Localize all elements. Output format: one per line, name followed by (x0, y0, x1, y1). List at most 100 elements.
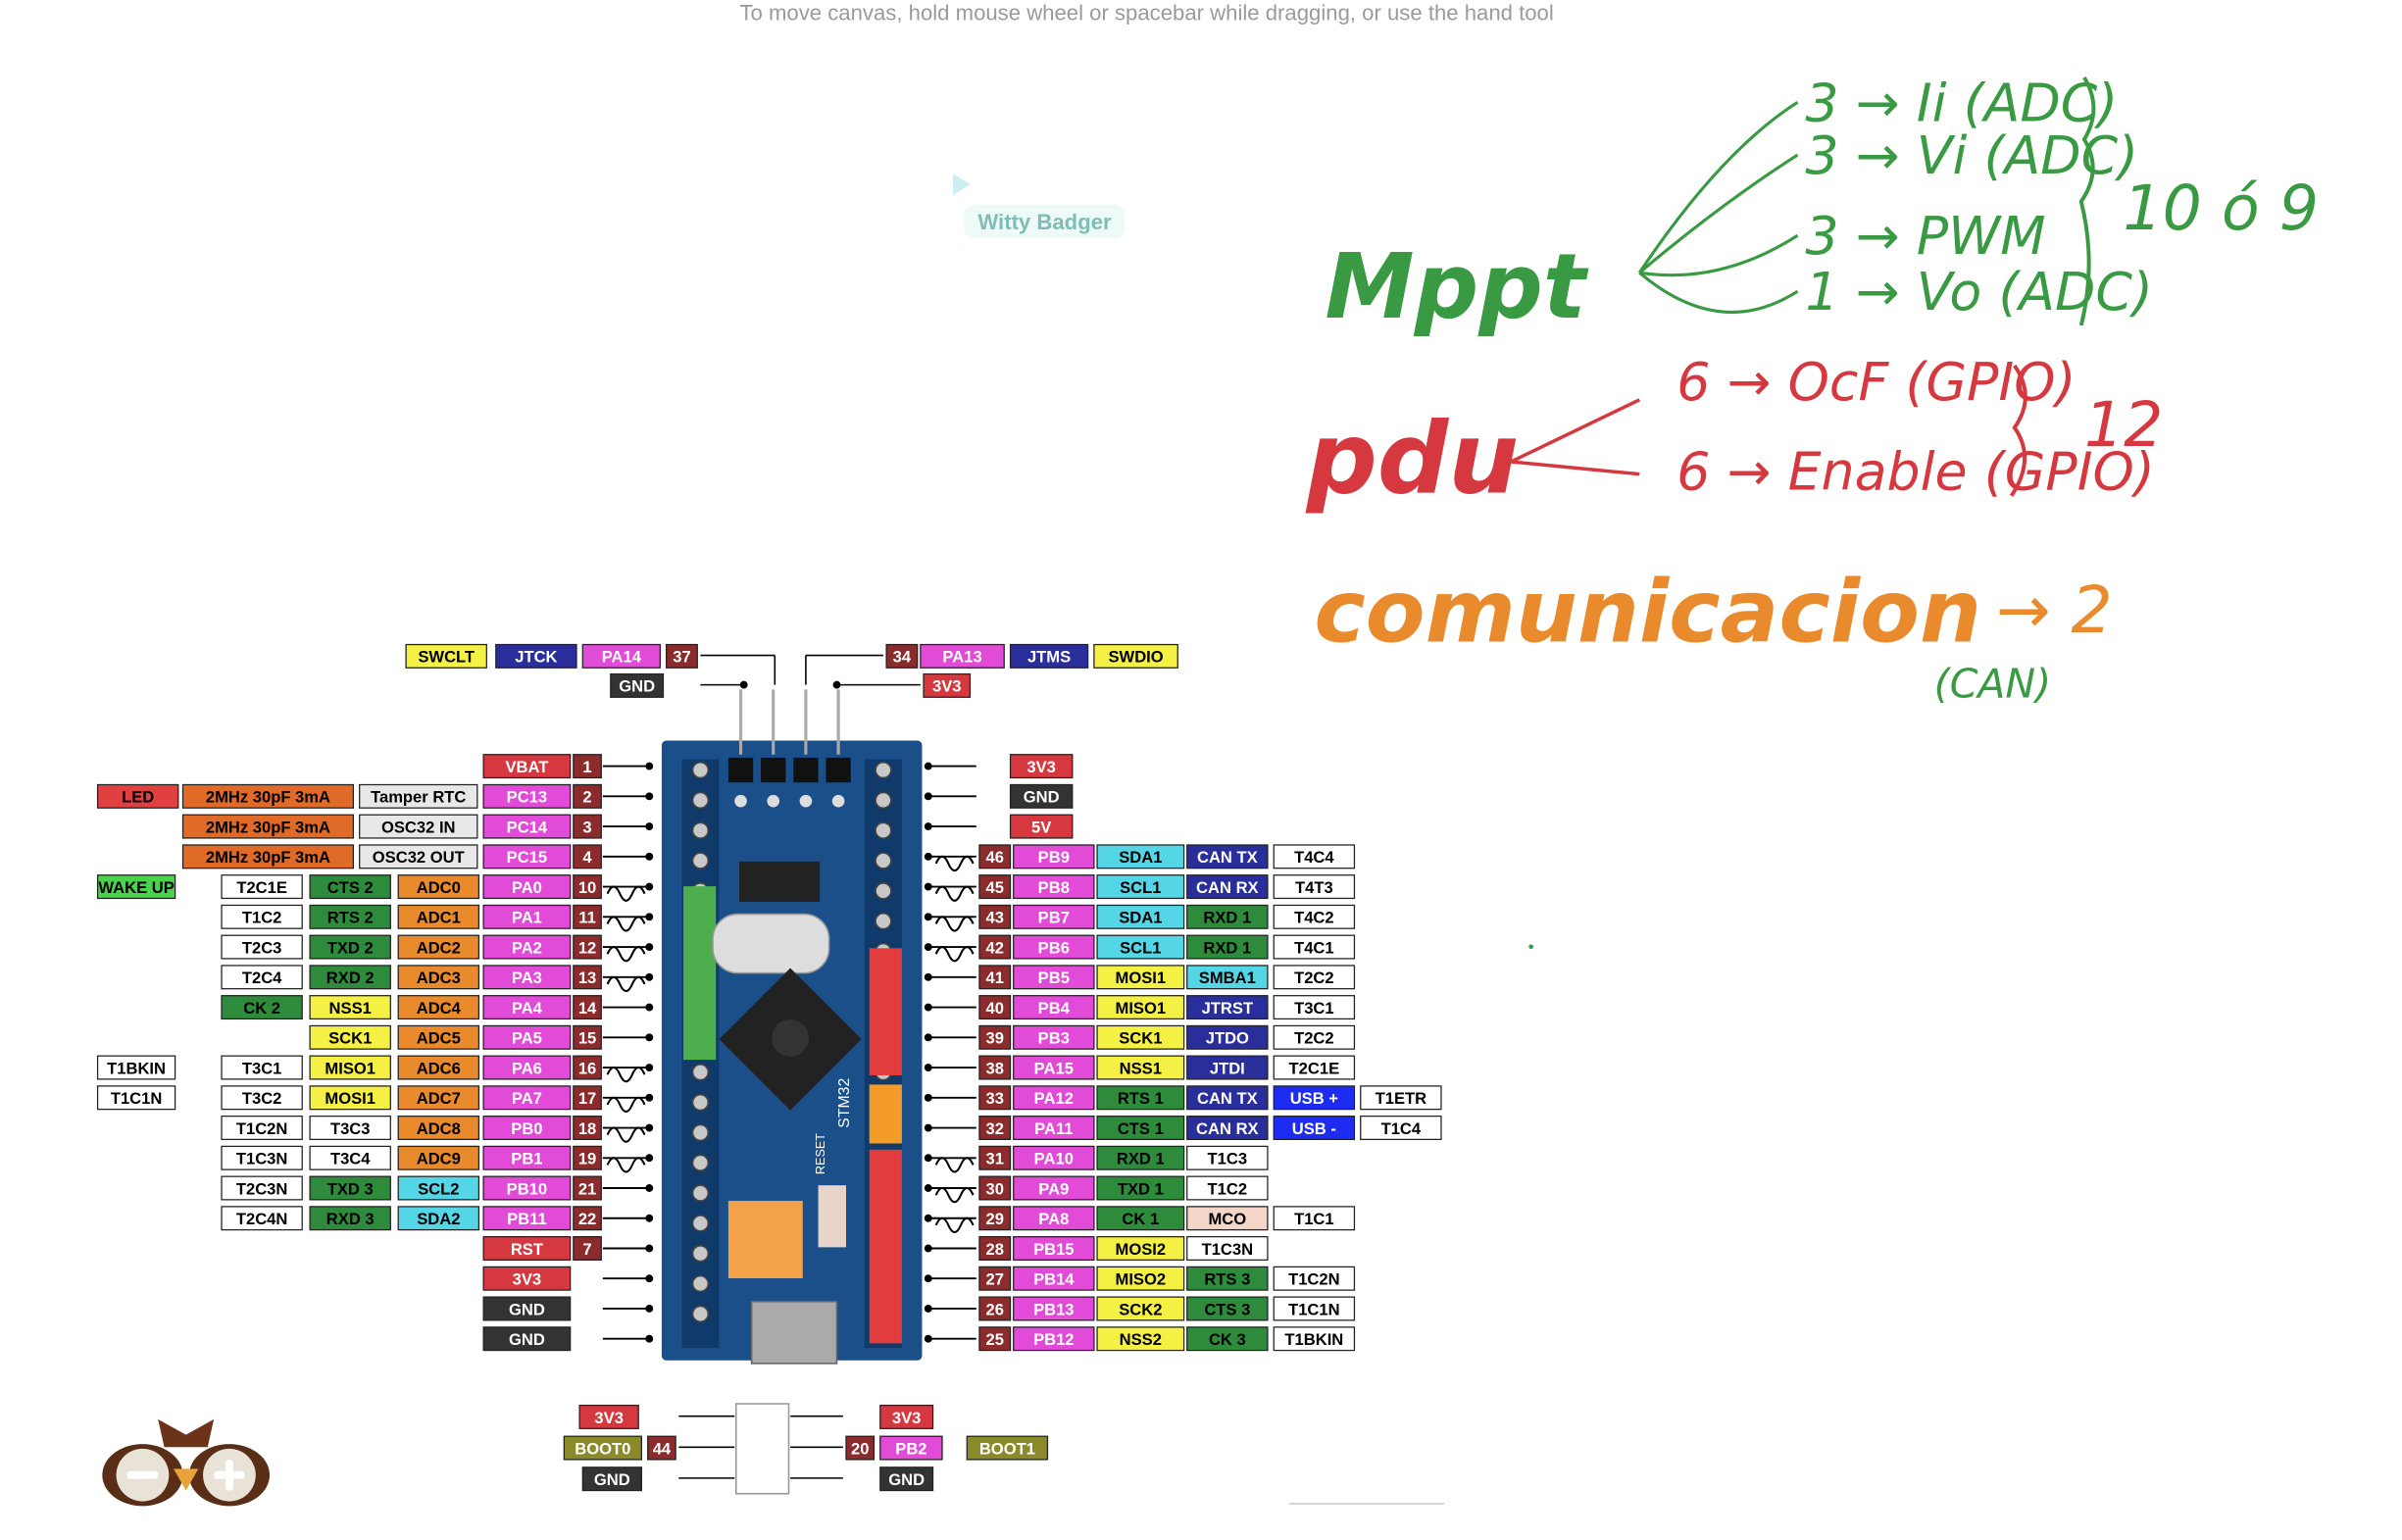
pin-label-text: 31 (986, 1150, 1004, 1168)
pin-label-text: RST (511, 1240, 543, 1259)
pin-label-text: CK 3 (1209, 1330, 1246, 1349)
pin-label-text: 7 (582, 1240, 591, 1259)
pin-label-text: SWDIO (1108, 648, 1163, 667)
pin-label-text: 40 (986, 999, 1004, 1018)
analog-wave-icon (606, 1126, 646, 1143)
pin-label-text: SCL2 (418, 1179, 459, 1198)
pin-label-text: PB13 (1033, 1300, 1074, 1318)
pin-label-text: 3V3 (892, 1409, 922, 1427)
pin-label: NSS1 (1096, 1055, 1185, 1080)
pin-label-text: PB1 (511, 1150, 542, 1168)
pin-label-text: WAKE UP (98, 878, 174, 897)
pin-label-text: SDA2 (417, 1210, 460, 1228)
mppt-label: Mppt (1325, 234, 1588, 339)
pin-label-text: T4T3 (1295, 878, 1333, 897)
analog-wave-icon (934, 1157, 975, 1173)
pin-label: PB9 (1013, 844, 1095, 869)
pin-label-text: PB11 (507, 1210, 547, 1228)
pin-label-text: JTDI (1210, 1059, 1245, 1077)
pin-label-text: T1ETR (1376, 1089, 1427, 1108)
regulator (738, 861, 821, 902)
pin-label-text: T1C3N (236, 1150, 288, 1168)
pin-label: BOOT1 (966, 1435, 1049, 1461)
zoom-control-icon[interactable] (96, 1407, 275, 1509)
pin-label-text: GND (619, 677, 655, 696)
pin-label-text: 28 (986, 1240, 1004, 1259)
pin-label: GND (482, 1296, 572, 1321)
pin-label-text: PA12 (1034, 1089, 1074, 1108)
analog-wave-icon (606, 1096, 646, 1113)
pin-label-text: T1C1N (1288, 1300, 1340, 1318)
analog-wave-icon (934, 916, 975, 932)
pin-label-text: T1C2N (236, 1119, 288, 1138)
pin-label-text: TXD 2 (327, 938, 374, 957)
pin-label: T1C2N (1273, 1266, 1356, 1291)
pin-label: SDA1 (1096, 904, 1185, 929)
analog-wave-icon (934, 855, 975, 872)
pin-label: 2 (573, 783, 602, 809)
pin-label-text: PB7 (1038, 909, 1070, 927)
pin-label-text: SCL1 (1120, 938, 1161, 957)
pin-label: PB15 (1013, 1236, 1095, 1261)
pin-label-text: T3C2 (242, 1089, 282, 1108)
pin-label: PB14 (1013, 1266, 1095, 1291)
pin-label-text: ADC7 (417, 1089, 461, 1108)
scrollbar[interactable] (1289, 1503, 1445, 1505)
pin-label-text: ADC2 (417, 938, 461, 957)
pin-label: CTS 3 (1186, 1296, 1269, 1321)
pin-label: 17 (573, 1085, 602, 1111)
pin-label: SCK2 (1096, 1296, 1185, 1321)
pin-label: T1C3N (221, 1145, 303, 1170)
pin-label-text: T4C2 (1294, 909, 1334, 927)
pin-label: ADC2 (397, 934, 480, 960)
left-pin-row: 3V3 (482, 1266, 654, 1291)
pin-label: SCL1 (1096, 874, 1185, 900)
pin-label: T1BKIN (1273, 1326, 1356, 1352)
pin-label-text: PB12 (1033, 1330, 1074, 1349)
pin-label: RXD 3 (309, 1206, 391, 1231)
pin-label: SDA1 (1096, 844, 1185, 869)
pin-label-text: RXD 3 (326, 1210, 375, 1228)
pin-label-text: LED (122, 788, 154, 807)
pin-label-text: T2C1E (236, 878, 287, 897)
pin-label: MOSI1 (309, 1085, 391, 1111)
pin-label: PB2 (879, 1435, 943, 1461)
pin-label: SCK1 (1096, 1024, 1185, 1050)
pin-label: 3V3 (879, 1404, 934, 1429)
pin-label-text: 13 (578, 969, 596, 987)
right-pin-row: 5V (924, 814, 1074, 839)
boot-jumpers (727, 1200, 803, 1278)
pin-label-text: 11 (578, 909, 596, 927)
pin-label-text: PB10 (507, 1179, 547, 1198)
pdu-item: 6 → OcF (GPIO) (1676, 351, 2076, 413)
pin-label: MISO1 (1096, 995, 1185, 1020)
analog-wave-icon (606, 916, 646, 932)
pin-label: PA4 (482, 995, 572, 1020)
swd-header-pin (826, 757, 851, 783)
pin-label: PA13 (920, 643, 1005, 669)
pin-label: MOSI2 (1096, 1236, 1185, 1261)
pin-label: ADC8 (397, 1116, 480, 1141)
mppt-item: 3 → Ii (ADC) (1805, 72, 2118, 133)
pin-label-text: MOSI1 (1116, 969, 1167, 987)
pin-label-text: VBAT (505, 758, 548, 776)
pin-label: GND (581, 1466, 643, 1492)
pin-label: 45 (978, 874, 1012, 900)
comm-label: comunicacion (1314, 561, 1981, 662)
pin-label-text: JTMS (1027, 648, 1071, 667)
pin-label-text: PB15 (1033, 1240, 1074, 1259)
pin-label-text: 15 (578, 1029, 596, 1048)
pin-label: PC13 (482, 783, 572, 809)
mppt-arrow (1639, 233, 1799, 277)
